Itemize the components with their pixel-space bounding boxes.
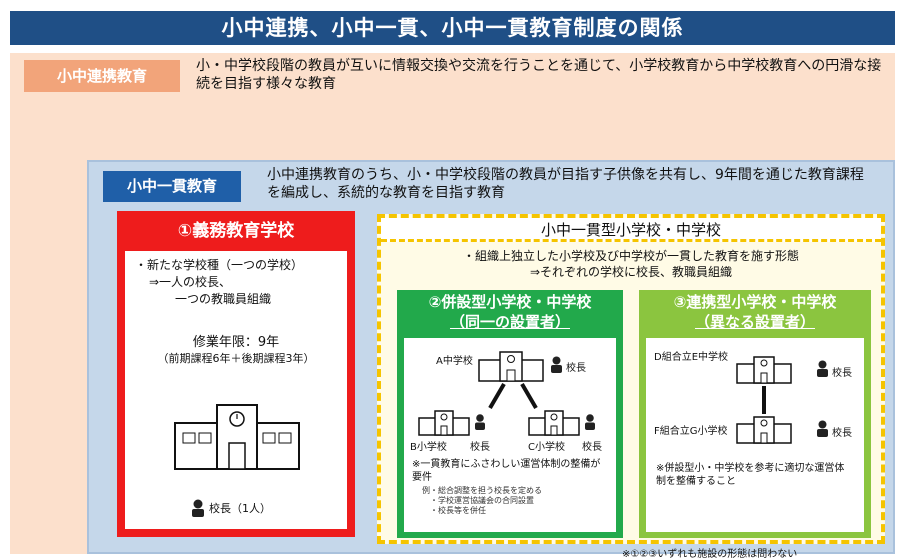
heisetsu-note-sub-1: 例・総合調整を担う校長を定める xyxy=(422,486,542,495)
ikkan-label: 小中一貫教育 xyxy=(103,171,241,202)
renkei-description: 小・中学校段階の教員が互いに情報交換や交流を行うことを通じて、小学校教育から中学… xyxy=(196,58,882,92)
c-principal-label: 校長 xyxy=(582,442,602,453)
principal-icon xyxy=(551,356,562,373)
connector-lines xyxy=(488,382,538,410)
page-title: 小中連携、小中一貫、小中一貫教育制度の関係 xyxy=(10,11,895,45)
gata-desc-2: ⇒それぞれの学校に校長、教職員組織 xyxy=(529,265,733,279)
connector-line xyxy=(762,386,766,414)
gimu-line-3: 一つの教職員組織 xyxy=(175,292,272,306)
gimu-body: ・新たな学校種（一つの学校） ⇒一人の校長、 一つの教職員組織 修業年限：9年 … xyxy=(125,251,347,529)
heisetsu-title: ②併設型小学校・中学校 xyxy=(428,293,592,311)
school-building-icon xyxy=(528,410,580,436)
c-school-label: C小学校 xyxy=(528,442,565,453)
renkei-label: 小中連携教育 xyxy=(24,60,180,92)
a-school-label: A中学校 xyxy=(436,356,473,367)
f-principal-label: 校長 xyxy=(832,428,852,439)
ikkan-description: 小中連携教育のうち、小・中学校段階の教員が目指す子供像を共有し、9年間を通じた教… xyxy=(267,167,864,201)
principal-icon xyxy=(585,414,595,430)
school-building-icon xyxy=(736,356,792,384)
gata-desc-1: ・組織上独立した小学校及び中学校が一貫した教育を施す形態 xyxy=(462,249,799,263)
heisetsu-heading: ②併設型小学校・中学校 （同一の設置者） xyxy=(397,292,623,332)
gimu-heading: ①義務教育学校 xyxy=(177,221,295,241)
gata-box: 小中一貫型小学校・中学校 ・組織上独立した小学校及び中学校が一貫した教育を施す形… xyxy=(377,214,885,544)
renkeigata-title: ③連携型小学校・中学校 xyxy=(673,293,837,311)
gimu-line-2: ⇒一人の校長、 xyxy=(149,275,232,289)
heisetsu-note-sub-2: ・学校運営協議会の合同設置 xyxy=(430,496,534,505)
d-principal-label: 校長 xyxy=(832,368,852,379)
principal-icon xyxy=(817,420,828,437)
renkeigata-heading: ③連携型小学校・中学校 （異なる設置者） xyxy=(639,292,871,332)
heisetsu-subtitle: （同一の設置者） xyxy=(449,313,570,331)
b-principal-label: 校長 xyxy=(470,442,490,453)
renkeigata-body: D組合立E中学校 校長 F組合立G小学校 xyxy=(646,338,864,532)
gimu-principal: 校長（1人） xyxy=(191,499,271,517)
f-school-label: F組合立G小学校 xyxy=(654,426,728,437)
renkeigata-subtitle: （異なる設置者） xyxy=(694,313,815,331)
heisetsu-box: ②併設型小学校・中学校 （同一の設置者） A中学校 校長 xyxy=(397,290,623,538)
school-building-icon xyxy=(478,351,544,382)
heisetsu-note-sub-3: ・校長等を併任 xyxy=(430,506,486,515)
a-principal-label: 校長 xyxy=(566,363,586,374)
school-building-icon xyxy=(418,410,470,436)
heisetsu-body: A中学校 校長 xyxy=(404,338,616,532)
school-building-icon xyxy=(736,416,792,444)
renkeigata-note: ※併設型小・中学校を参考に適切な運営体制を整備すること xyxy=(656,463,845,487)
gimu-principal-label: 校長（1人） xyxy=(209,502,271,515)
heisetsu-note: ※一貫教育にふさわしい運営体制の整備が要件 xyxy=(412,459,601,483)
principal-icon xyxy=(475,414,485,430)
principal-icon xyxy=(192,499,204,517)
gata-heading: 小中一貫型小学校・中学校 xyxy=(381,218,881,242)
gimu-years: 修業年限：9年 xyxy=(192,335,280,350)
ikkan-section: 小中一貫教育 小中連携教育のうち、小・中学校段階の教員が目指す子供像を共有し、9… xyxy=(87,160,895,554)
gimu-years-detail: （前期課程6年＋後期課程3年） xyxy=(157,352,315,365)
principal-icon xyxy=(817,360,828,377)
footer-note: ※①②③いずれも施設の形態は問わない xyxy=(622,549,798,560)
school-building-icon xyxy=(174,404,300,470)
d-school-label: D組合立E中学校 xyxy=(654,352,729,363)
gimu-box: ①義務教育学校 ・新たな学校種（一つの学校） ⇒一人の校長、 一つの教職員組織 … xyxy=(117,211,355,537)
renkeigata-box: ③連携型小学校・中学校 （異なる設置者） D組合立E中学校 校長 F組合立G小学… xyxy=(639,290,871,538)
gimu-line-1: ・新たな学校種（一つの学校） xyxy=(135,258,304,272)
gata-description: ・組織上独立した小学校及び中学校が一貫した教育を施す形態 ⇒それぞれの学校に校長… xyxy=(381,248,881,280)
b-school-label: B小学校 xyxy=(410,442,447,453)
